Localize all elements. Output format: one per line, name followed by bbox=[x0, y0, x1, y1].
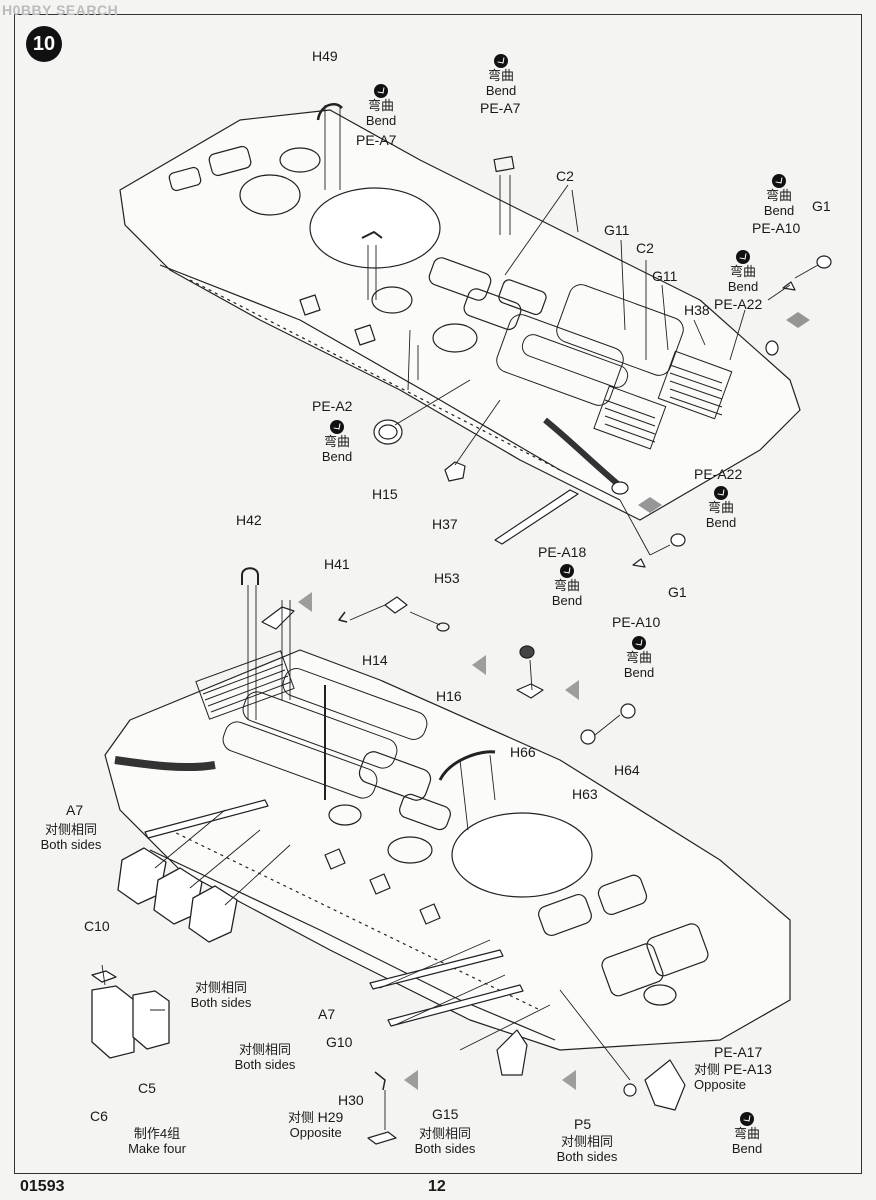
part-label-pe-a10-a: PE-A10 bbox=[752, 220, 801, 236]
part-label-h49: H49 bbox=[312, 48, 338, 64]
part-label-c2-b: C2 bbox=[636, 240, 654, 256]
part-label-c10: C10 bbox=[84, 918, 110, 934]
part-label-h37: H37 bbox=[432, 516, 458, 532]
part-label-g15: G15 bbox=[432, 1106, 459, 1122]
make-four-note: 制作4组 Make four bbox=[128, 1126, 186, 1156]
bend-icon bbox=[740, 1111, 754, 1126]
part-label-c2-a: C2 bbox=[556, 168, 574, 184]
part-label-h63: H63 bbox=[572, 786, 598, 802]
bend-icon bbox=[330, 419, 344, 434]
opposite-note-pe-a13: 对侧 PE-A13 Opposite bbox=[694, 1061, 772, 1093]
part-label-pe-a10-b: PE-A10 bbox=[612, 614, 661, 630]
part-label-pe-a22-b: PE-A22 bbox=[694, 466, 743, 482]
product-code: 01593 bbox=[20, 1178, 65, 1195]
part-label-h14: H14 bbox=[362, 652, 388, 668]
part-label-g1-b: G1 bbox=[668, 584, 687, 600]
part-label-pe-a7-b: PE-A7 bbox=[480, 100, 521, 116]
bend-note-pe-a18: 弯曲 Bend bbox=[550, 562, 584, 608]
part-label-pe-a17: PE-A17 bbox=[714, 1044, 763, 1060]
part-label-pe-a22-a: PE-A22 bbox=[714, 296, 763, 312]
part-label-g10: G10 bbox=[326, 1034, 353, 1050]
part-label-c5: C5 bbox=[138, 1080, 156, 1096]
bend-icon bbox=[494, 53, 508, 68]
bend-icon bbox=[736, 249, 750, 264]
part-label-p5: P5 bbox=[574, 1116, 592, 1132]
bend-note-pe-a10-b: 弯曲 Bend bbox=[622, 634, 656, 680]
part-label-g11-a: G11 bbox=[604, 222, 630, 238]
page-number: 12 bbox=[428, 1178, 446, 1195]
watermark: H0BBY SEARCH bbox=[2, 2, 119, 18]
part-label-h41: H41 bbox=[324, 556, 350, 572]
part-label-a7-b: A7 bbox=[318, 1006, 336, 1022]
bend-note-pe-a17: 弯曲 Bend bbox=[730, 1110, 764, 1156]
part-label-h38: H38 bbox=[684, 302, 710, 318]
both-sides-note-d: 对侧相同 Both sides bbox=[414, 1126, 476, 1156]
bend-note-pe-a2: 弯曲 Bend bbox=[320, 418, 354, 464]
part-label-h30: H30 bbox=[338, 1092, 364, 1108]
part-label-a7-a: A7 bbox=[66, 802, 84, 818]
bend-icon bbox=[772, 173, 786, 188]
part-label-h29: H29 bbox=[317, 1109, 344, 1125]
part-label-c6: C6 bbox=[90, 1108, 108, 1124]
bend-note-pe-a7-a: 弯曲 Bend bbox=[364, 82, 398, 128]
opposite-note-h29: 对侧 H29 Opposite bbox=[288, 1109, 344, 1141]
part-label-h15: H15 bbox=[372, 486, 398, 502]
part-label-h66: H66 bbox=[510, 744, 536, 760]
part-label-g1-a: G1 bbox=[812, 198, 831, 214]
bend-note-pe-a10-a: 弯曲 Bend bbox=[762, 172, 796, 218]
part-label-h42: H42 bbox=[236, 512, 262, 528]
bend-icon bbox=[374, 83, 388, 98]
part-label-h53: H53 bbox=[434, 570, 460, 586]
part-label-g11-b: G11 bbox=[652, 268, 678, 284]
both-sides-note-a: 对侧相同 Both sides bbox=[40, 822, 102, 852]
step-number-badge: 10 bbox=[26, 26, 62, 62]
both-sides-note-b: 对侧相同 Both sides bbox=[190, 980, 252, 1010]
both-sides-note-c: 对侧相同 Both sides bbox=[234, 1042, 296, 1072]
bend-icon bbox=[714, 485, 728, 500]
part-label-pe-a13: PE-A13 bbox=[723, 1061, 772, 1077]
bend-note-pe-a22-a: 弯曲 Bend bbox=[726, 248, 760, 294]
bend-icon bbox=[632, 635, 646, 650]
page-frame bbox=[14, 14, 862, 1174]
bend-icon bbox=[560, 563, 574, 578]
part-label-h16: H16 bbox=[436, 688, 462, 704]
lower-hull-drawing bbox=[91, 567, 791, 1145]
bend-note-pe-a7-b: 弯曲 Bend bbox=[484, 52, 518, 98]
part-label-h64: H64 bbox=[614, 762, 640, 778]
bend-note-pe-a22-b: 弯曲 Bend bbox=[704, 484, 738, 530]
part-label-pe-a2: PE-A2 bbox=[312, 398, 353, 414]
upper-hull-drawing bbox=[119, 103, 832, 568]
part-label-pe-a7-a: PE-A7 bbox=[356, 132, 397, 148]
part-label-pe-a18: PE-A18 bbox=[538, 544, 587, 560]
both-sides-note-e: 对侧相同 Both sides bbox=[556, 1134, 618, 1164]
